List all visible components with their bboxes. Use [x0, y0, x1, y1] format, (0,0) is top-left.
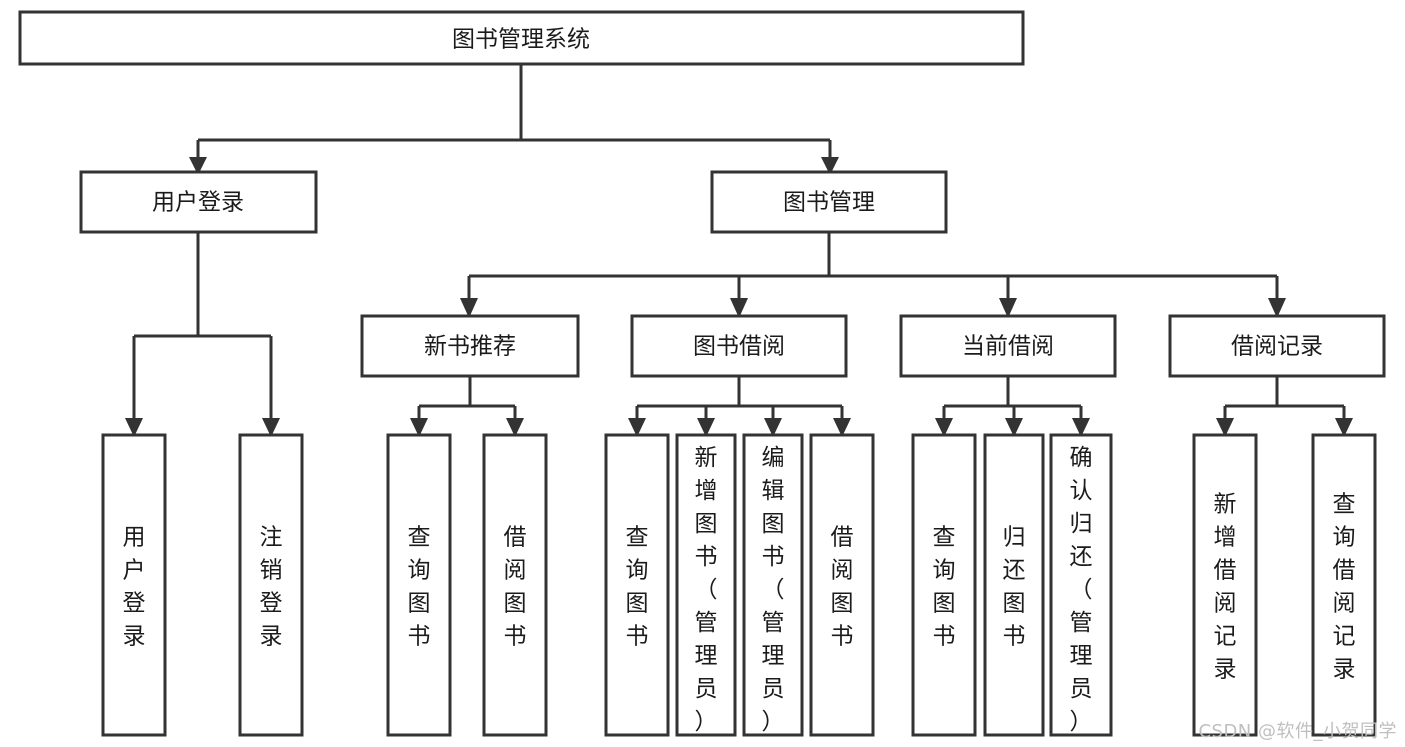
node-leaf-query-book-cur-box[interactable] — [911, 433, 977, 737]
node-leaf-return-book-box[interactable] — [983, 433, 1045, 737]
node-leaf-borrow-book-rec-label: 借阅图书 — [504, 525, 527, 650]
node-leaf-add-record-box[interactable] — [1192, 433, 1258, 737]
node-leaf-add-book[interactable]: 新增图书（管理员） — [675, 433, 737, 737]
connector-book-borrow-branch — [635, 376, 844, 422]
node-leaf-add-record-label: 新增借阅记录 — [1214, 492, 1237, 683]
arrowhead-current-borrow — [999, 298, 1017, 318]
leaf-node-layer: 用户登录 注销登录 查询图书 借阅图书 查询图书 新增图书（管理员） 编辑图书（管理员） 借阅… — [101, 433, 1377, 737]
node-leaf-confirm-return-box[interactable] — [1049, 433, 1113, 737]
node-current-borrow-label: 当前借阅 — [962, 334, 1054, 360]
node-leaf-query-book-label: 查询图书 — [626, 525, 649, 650]
arrowhead-leaf-return-book — [1005, 418, 1023, 437]
node-user-login[interactable]: 用户登录 — [79, 170, 318, 234]
node-leaf-query-book-rec-label: 查询图书 — [408, 525, 431, 650]
node-new-book-rec-label: 新书推荐 — [424, 334, 516, 360]
node-book-manage-box[interactable] — [710, 170, 948, 234]
arrowhead-leaf-query-book-cur — [935, 418, 953, 437]
arrowhead-leaf-query-record — [1335, 418, 1353, 437]
node-root[interactable]: 图书管理系统 — [18, 10, 1025, 66]
arrowhead-new-book-rec — [460, 298, 478, 318]
node-leaf-return-book-label: 归还图书 — [1003, 525, 1026, 650]
arrowhead-leaf-user-login — [125, 418, 143, 437]
connector-borrow-record-branch — [1223, 376, 1346, 422]
node-leaf-borrow-book-rec-box[interactable] — [482, 433, 548, 737]
arrowhead-borrow-record — [1268, 298, 1286, 318]
connector-user-login-branch — [132, 232, 273, 422]
node-leaf-borrow-book-label: 借阅图书 — [831, 525, 854, 650]
node-book-manage[interactable]: 图书管理 — [710, 170, 948, 234]
node-leaf-add-record[interactable]: 新增借阅记录 — [1192, 433, 1258, 737]
connector-new-book-rec-branch — [417, 376, 517, 422]
node-user-login-label: 用户登录 — [152, 190, 244, 216]
node-leaf-query-record-label: 查询借阅记录 — [1333, 492, 1356, 683]
node-new-book-rec-box[interactable] — [360, 314, 580, 378]
node-root-label: 图书管理系统 — [452, 27, 590, 53]
node-leaf-query-book-rec[interactable]: 查询图书 — [386, 433, 452, 737]
connector-layer — [125, 64, 1353, 437]
node-book-manage-label: 图书管理 — [783, 190, 875, 216]
connector-current-borrow-branch — [942, 376, 1083, 422]
node-borrow-record[interactable]: 借阅记录 — [1168, 314, 1386, 378]
node-user-login-box[interactable] — [79, 170, 318, 234]
connector-root-trunk — [196, 64, 832, 160]
node-leaf-user-login[interactable]: 用户登录 — [101, 433, 167, 737]
node-borrow-record-box[interactable] — [1168, 314, 1386, 378]
node-book-borrow[interactable]: 图书借阅 — [630, 314, 848, 378]
arrowhead-book-borrow — [730, 298, 748, 318]
node-leaf-logout[interactable]: 注销登录 — [238, 433, 304, 737]
arrowhead-leaf-edit-book — [764, 418, 782, 437]
node-leaf-query-record[interactable]: 查询借阅记录 — [1311, 433, 1377, 737]
node-root-box[interactable] — [18, 10, 1025, 66]
node-leaf-user-login-box[interactable] — [101, 433, 167, 737]
arrowhead-leaf-query-book-rec — [410, 418, 428, 437]
arrowhead-leaf-query-book — [628, 418, 646, 437]
node-leaf-logout-label: 注销登录 — [260, 525, 283, 650]
node-leaf-confirm-return[interactable]: 确认归还（管理员） — [1049, 433, 1113, 737]
node-new-book-rec[interactable]: 新书推荐 — [360, 314, 580, 378]
node-leaf-query-book-cur-label: 查询图书 — [933, 525, 956, 650]
connector-book-manage-branch — [467, 232, 1279, 302]
arrowhead-leaf-confirm-return — [1072, 418, 1090, 437]
node-leaf-query-book-box[interactable] — [604, 433, 670, 737]
node-leaf-borrow-book-rec[interactable]: 借阅图书 — [482, 433, 548, 737]
arrowhead-user-login — [189, 157, 207, 175]
arrowhead-book-manage — [821, 157, 839, 175]
arrowhead-leaf-borrow-book — [833, 418, 851, 437]
node-current-borrow-box[interactable] — [899, 314, 1117, 378]
arrowhead-leaf-borrow-book-rec — [506, 418, 524, 437]
node-borrow-record-label: 借阅记录 — [1231, 334, 1323, 360]
node-leaf-borrow-book[interactable]: 借阅图书 — [809, 433, 875, 737]
node-leaf-edit-book[interactable]: 编辑图书（管理员） — [742, 433, 804, 737]
node-leaf-query-book-cur[interactable]: 查询图书 — [911, 433, 977, 737]
node-current-borrow[interactable]: 当前借阅 — [899, 314, 1117, 378]
node-leaf-query-book[interactable]: 查询图书 — [604, 433, 670, 737]
arrowhead-leaf-add-record — [1216, 418, 1234, 437]
arrowhead-leaf-add-book — [697, 418, 715, 437]
arrowhead-leaf-logout — [262, 418, 280, 437]
node-leaf-logout-box[interactable] — [238, 433, 304, 737]
node-leaf-query-record-box[interactable] — [1311, 433, 1377, 737]
node-leaf-query-book-rec-box[interactable] — [386, 433, 452, 737]
node-leaf-confirm-return-label: 确认归还（管理员） — [1070, 445, 1093, 735]
node-leaf-user-login-label: 用户登录 — [123, 525, 146, 650]
node-leaf-return-book[interactable]: 归还图书 — [983, 433, 1045, 737]
node-leaf-add-book-label: 新增图书（管理员） — [695, 445, 718, 735]
node-leaf-borrow-book-box[interactable] — [809, 433, 875, 737]
node-leaf-edit-book-label: 编辑图书（管理员） — [762, 445, 785, 735]
node-book-borrow-box[interactable] — [630, 314, 848, 378]
node-leaf-edit-book-box[interactable] — [742, 433, 804, 737]
node-book-borrow-label: 图书借阅 — [693, 334, 785, 360]
node-leaf-add-book-box[interactable] — [675, 433, 737, 737]
